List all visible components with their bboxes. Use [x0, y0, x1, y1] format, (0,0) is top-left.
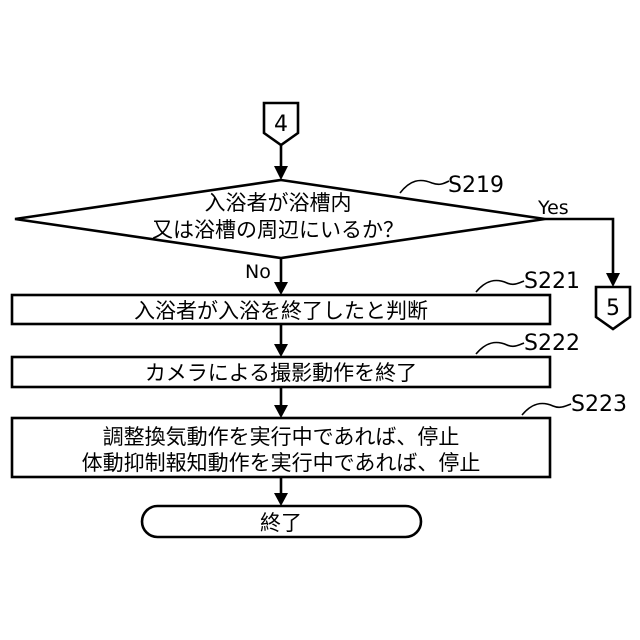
step-id-s222: S222: [524, 331, 580, 356]
terminal-end-text: 終了: [260, 511, 302, 535]
process-s222-text: カメラによる撮影動作を終了: [145, 361, 417, 385]
step-id-s221: S221: [524, 269, 580, 294]
arrowhead-yes: [606, 273, 620, 287]
exit-connector-number: 5: [606, 296, 620, 321]
decision-text-line1: 入浴者が浴槽内: [205, 191, 352, 215]
process-s221: 入浴者が入浴を終了したと判断: [12, 295, 550, 324]
yes-label: Yes: [537, 197, 569, 219]
arrowhead-s223: [274, 405, 288, 418]
arrowhead-s222: [274, 344, 288, 357]
leader-s222: [476, 342, 524, 354]
no-label: No: [245, 261, 271, 283]
process-s223-text-line1: 調整換気動作を実行中であれば、停止: [103, 425, 460, 449]
process-s222: カメラによる撮影動作を終了: [12, 357, 550, 387]
terminal-end: 終了: [142, 506, 421, 537]
process-s223: 調整換気動作を実行中であれば、停止 体動抑制報知動作を実行中であれば、停止: [12, 418, 550, 477]
entry-connector-number: 4: [274, 112, 288, 137]
leader-s221: [476, 280, 524, 292]
process-s223-text-line2: 体動抑制報知動作を実行中であれば、停止: [82, 451, 481, 475]
step-id-s223: S223: [571, 392, 627, 417]
step-id-s219: S219: [448, 173, 504, 198]
leader-s219: [400, 180, 449, 193]
decision-text-line2: 又は浴槽の周辺にいるか？: [152, 218, 404, 242]
arrowhead-end: [274, 493, 288, 506]
entry-connector: 4: [264, 103, 298, 145]
process-s221-text: 入浴者が入浴を終了したと判断: [134, 299, 428, 323]
leader-s223: [522, 403, 571, 415]
arrowhead-decision: [274, 166, 288, 180]
exit-connector: 5: [596, 287, 630, 329]
arrowhead-s221: [274, 282, 288, 295]
flow-line-yes: [545, 219, 613, 276]
